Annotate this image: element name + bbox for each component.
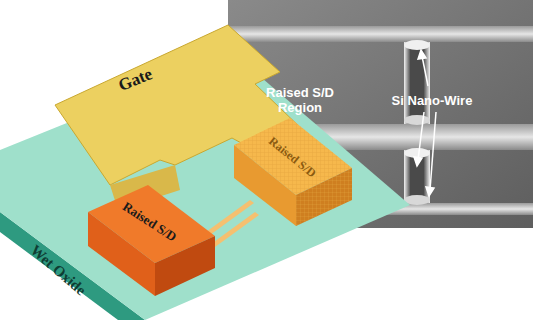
leader-arrows (414, 50, 436, 196)
device-3d (0, 25, 410, 320)
image-label: Raised S/D Region (252, 85, 348, 115)
image-label: Si Nano-Wire (377, 93, 487, 108)
